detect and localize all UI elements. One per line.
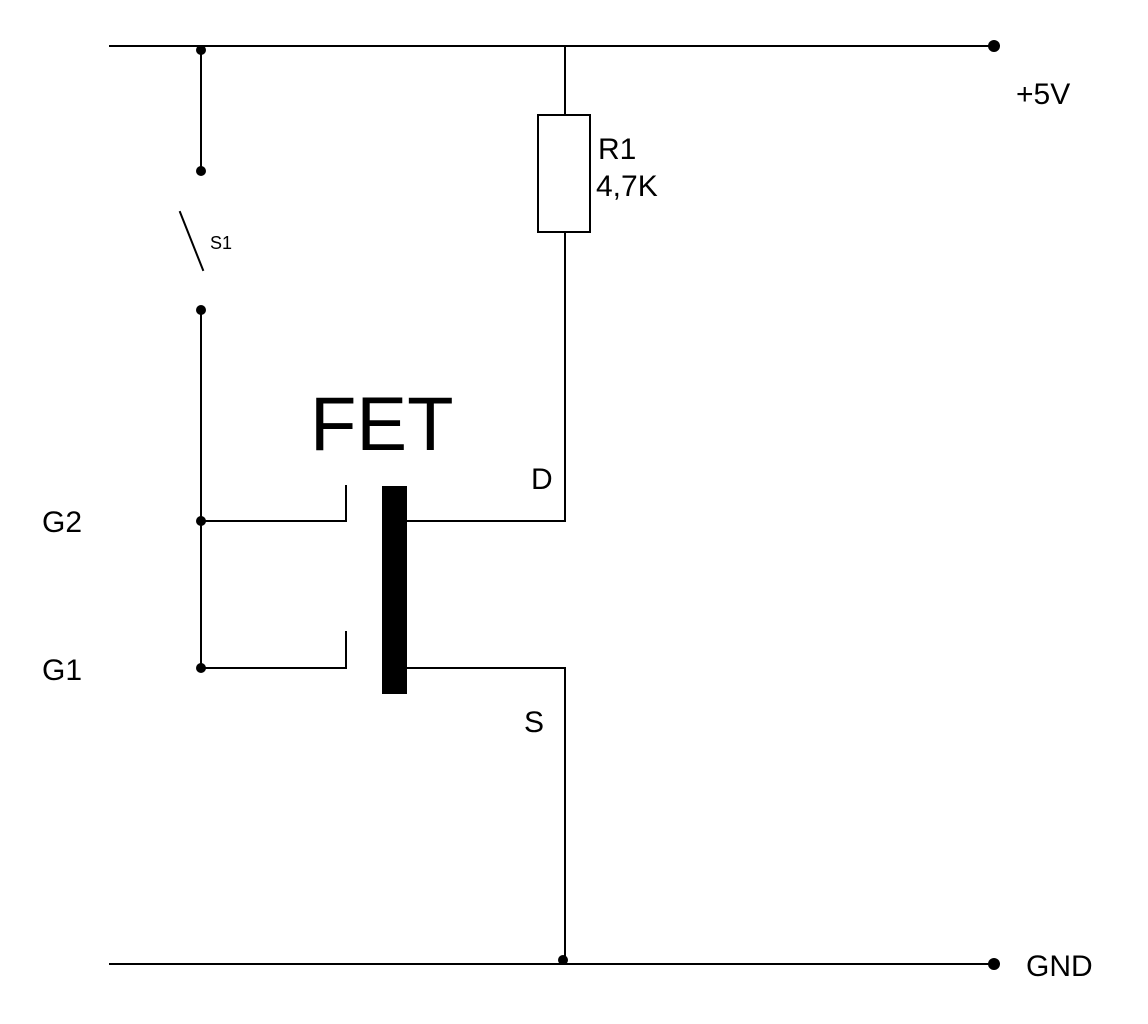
supply-terminal-dot: [988, 40, 1000, 52]
diagram-title: FET: [310, 382, 454, 467]
resistor-value-label: 4,7K: [596, 170, 658, 203]
resistor-name-label: R1: [598, 133, 636, 166]
fet-channel: [382, 486, 407, 694]
resistor-r1: [537, 114, 591, 233]
supply-label: +5V: [1016, 78, 1070, 111]
ground-terminal-dot: [988, 958, 1000, 970]
junction-dot: [196, 45, 206, 55]
source-label: S: [524, 706, 544, 739]
ground-label: GND: [1026, 950, 1093, 983]
junction-dot: [196, 305, 206, 315]
junction-dot: [196, 166, 206, 176]
gate2-label: G2: [42, 506, 82, 539]
switch-label: S1: [210, 233, 232, 253]
junction-dot: [196, 516, 206, 526]
junction-dot: [558, 955, 568, 965]
drain-label: D: [531, 463, 553, 496]
switch-s1: [178, 210, 205, 272]
junction-dot: [196, 663, 206, 673]
gate1-label: G1: [42, 654, 82, 687]
